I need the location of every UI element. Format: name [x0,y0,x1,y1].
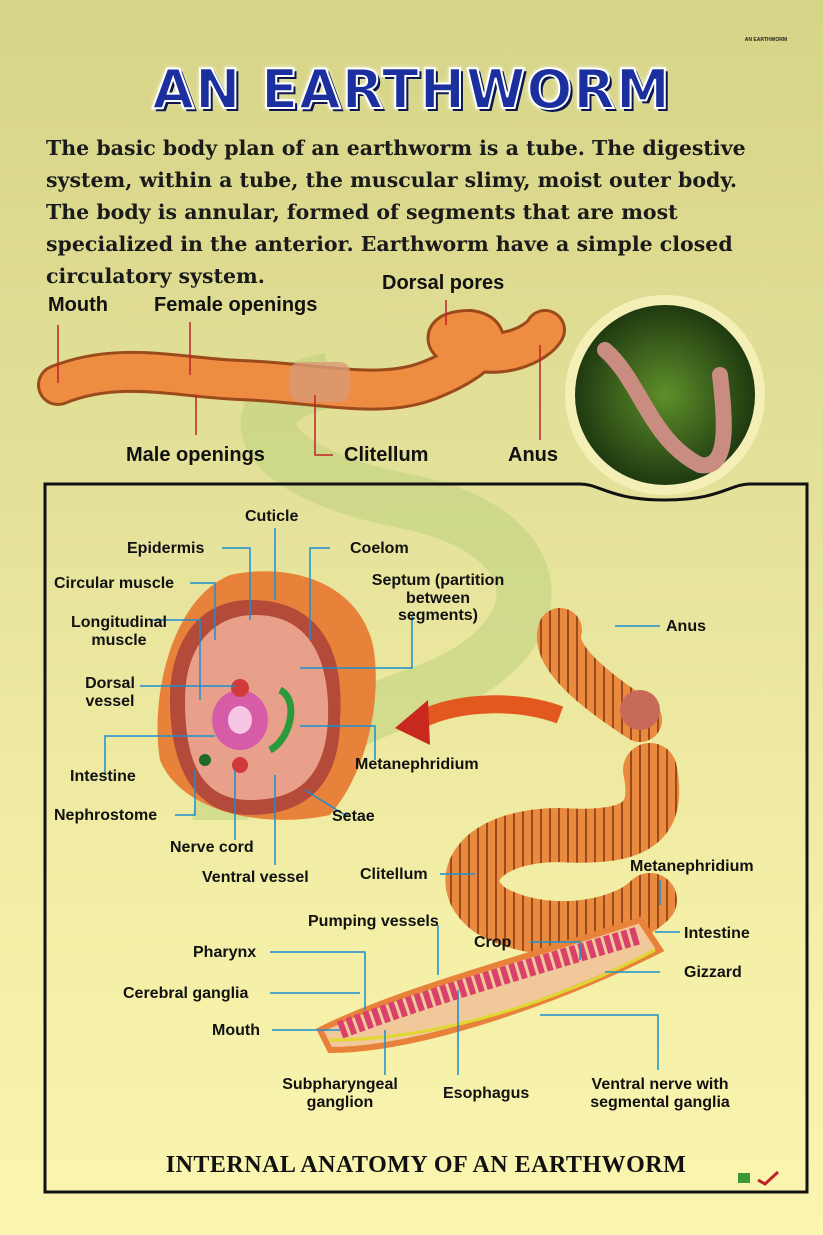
internal-worm-body [445,743,680,956]
anatomy-box [43,482,809,1194]
label-longitudinal-muscle: Longitudinal muscle [71,614,167,649]
label-intestine-internal: Intestine [684,925,750,942]
label-crop: Crop [474,934,512,951]
external-worm [37,308,566,411]
label-ventral-nerve: Ventral nerve with segmental ganglia [590,1076,730,1111]
label-subpharyngeal-ganglion: Subpharyngeal ganglion [282,1076,398,1111]
label-nephrostome: Nephrostome [54,807,158,824]
label-setae: Setae [332,808,375,825]
label-ventral-vessel: Ventral vessel [202,869,309,886]
label-mouth: Mouth [48,294,108,316]
label-clitellum: Clitellum [344,444,429,466]
publisher-logo [738,1173,750,1183]
label-circular-muscle: Circular muscle [54,575,175,592]
poster-title: AN EARTHWORM [151,57,671,122]
external-leader-lines [57,300,541,456]
label-epidermis: Epidermis [127,540,205,557]
label-intestine: Intestine [70,768,136,785]
label-metanephridium: Metanephridium [355,756,479,773]
label-metanephridium-internal: Metanephridium [630,858,754,875]
internal-leader-lines [104,528,680,1075]
label-female-openings: Female openings [154,294,318,316]
earthworm-photo [575,305,755,485]
label-cerebral-ganglia: Cerebral ganglia [123,985,249,1002]
label-septum: Septum (partition between segments) [371,572,505,625]
label-coelom: Coelom [350,540,409,557]
label-clitellum-internal: Clitellum [360,866,428,883]
label-anus-tail: Anus [666,618,706,635]
corner-label: AN EARTHWORM [744,37,787,43]
label-nerve-cord: Nerve cord [170,839,254,856]
label-mouth-internal: Mouth [212,1022,260,1039]
label-dorsal-pores: Dorsal pores [382,272,505,294]
clitellum-band [290,362,350,402]
label-gizzard: Gizzard [684,964,742,981]
label-dorsal-vessel: Dorsal vessel [85,675,135,710]
label-cuticle: Cuticle [245,508,299,525]
label-pumping-vessels: Pumping vessels [308,913,439,930]
intro-paragraph: The basic body plan of an earthworm is a… [46,136,746,288]
brand-logo [757,1170,780,1186]
direction-arrow [415,695,564,729]
label-male-openings: Male openings [126,444,265,466]
bottom-title: INTERNAL ANATOMY OF AN EARTHWORM [165,1152,687,1178]
arrow-head-icon [395,700,430,745]
label-pharynx: Pharynx [193,944,257,961]
label-esophagus: Esophagus [443,1085,530,1102]
label-anus: Anus [508,444,558,466]
cross-section [157,571,376,820]
